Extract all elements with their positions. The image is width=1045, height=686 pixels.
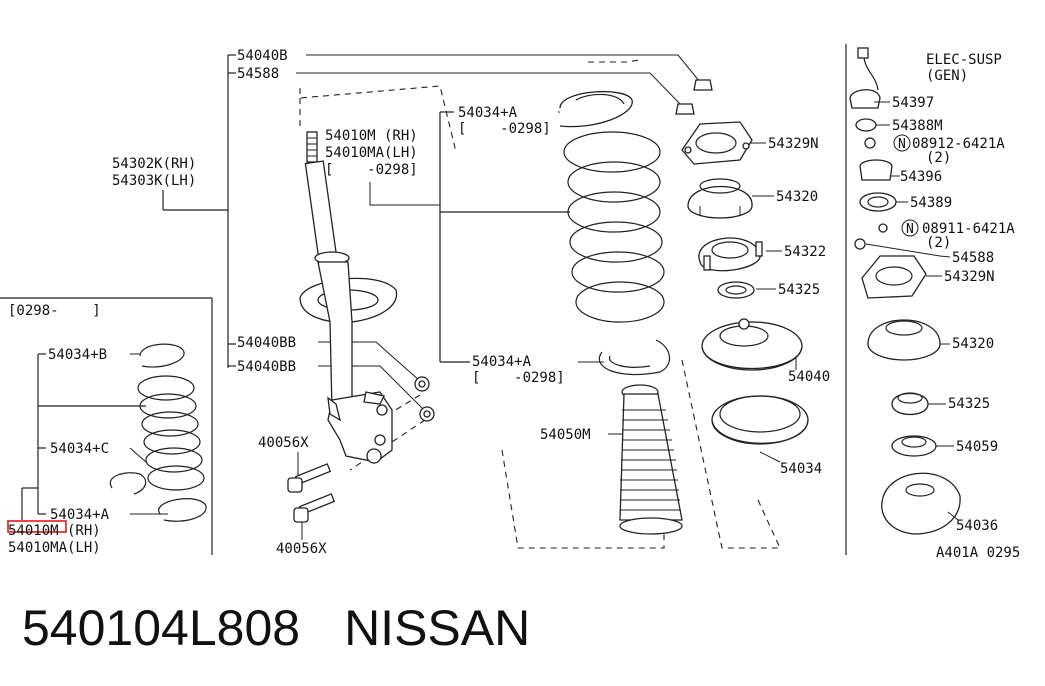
r-label-08911-qty: (2) bbox=[926, 235, 951, 251]
label-54329N: 54329N bbox=[768, 136, 819, 152]
label-54050M: 54050M bbox=[540, 427, 591, 443]
bump-boot bbox=[619, 384, 683, 535]
n-symbol-2: N bbox=[906, 222, 914, 237]
label-40056X-1: 40056X bbox=[258, 435, 309, 451]
inset-spring bbox=[7, 343, 207, 533]
r-label-08912: 08912-6421A bbox=[912, 136, 1005, 152]
r-label-54325: 54325 bbox=[948, 396, 990, 412]
label-54302K: 54302K(RH) bbox=[112, 156, 196, 172]
reference-code: A401A 0295 bbox=[936, 545, 1020, 561]
label-top-range: [ -0298] bbox=[458, 121, 551, 137]
mount-parts bbox=[681, 121, 809, 445]
r-label-54036: 54036 bbox=[956, 518, 998, 534]
elec-gen: (GEN) bbox=[926, 68, 968, 84]
inset-label-54034C: 54034+C bbox=[50, 441, 109, 457]
brand-name: NISSAN bbox=[344, 600, 531, 656]
r-label-54329N: 54329N bbox=[944, 269, 995, 285]
label-54588-top: 54588 bbox=[237, 66, 279, 82]
label-54034A-mid: 54034+A bbox=[472, 354, 532, 370]
caption-bar: 540104L808 NISSAN bbox=[22, 596, 530, 660]
r-label-54389: 54389 bbox=[910, 195, 952, 211]
label-54034A-top: 54034+A bbox=[458, 105, 518, 121]
inset-label-54010M: 54010M (RH) bbox=[8, 523, 101, 539]
r-label-08912-qty: (2) bbox=[926, 150, 951, 166]
bolts bbox=[287, 79, 713, 523]
coil-spring bbox=[559, 90, 671, 376]
inset-label-54034B: 54034+B bbox=[48, 347, 107, 363]
parts-diagram: 54040B 54588 54302K(RH) 54303K(LH) 54010… bbox=[0, 44, 1020, 561]
label-54325: 54325 bbox=[778, 282, 820, 298]
label-54034: 54034 bbox=[780, 461, 822, 477]
part-number: 540104L808 bbox=[22, 600, 301, 656]
elec-susp-parts bbox=[849, 47, 961, 535]
inset-range: [0298- ] bbox=[8, 303, 101, 319]
label-54322: 54322 bbox=[784, 244, 826, 260]
part-labels: 54040B 54588 54302K(RH) 54303K(LH) 54010… bbox=[8, 48, 1020, 561]
r-label-54397: 54397 bbox=[892, 95, 934, 111]
label-54040BB-2: 54040BB bbox=[237, 359, 296, 375]
label-strut-range: [ -0298] bbox=[325, 162, 418, 178]
label-40056X-2: 40056X bbox=[276, 541, 327, 557]
label-mid-range: [ -0298] bbox=[472, 370, 565, 386]
elec-title: ELEC-SUSP bbox=[926, 52, 1002, 68]
label-54320: 54320 bbox=[776, 189, 818, 205]
label-54040BB-1: 54040BB bbox=[237, 335, 296, 351]
label-54303K: 54303K(LH) bbox=[112, 173, 196, 189]
inset-label-54010MA: 54010MA(LH) bbox=[8, 540, 101, 556]
label-54040B: 54040B bbox=[237, 48, 288, 64]
highlight-box bbox=[7, 520, 67, 533]
n-symbol-1: N bbox=[898, 137, 906, 152]
label-54040: 54040 bbox=[788, 369, 830, 385]
strut-assembly bbox=[299, 131, 398, 464]
panel-separators bbox=[0, 44, 847, 555]
r-label-54388M: 54388M bbox=[892, 118, 943, 134]
r-label-08911: 08911-6421A bbox=[922, 221, 1015, 237]
r-label-54396: 54396 bbox=[900, 169, 942, 185]
inset-label-54034A: 54034+A bbox=[50, 507, 110, 523]
r-label-54588: 54588 bbox=[952, 250, 994, 266]
label-54010MA: 54010MA(LH) bbox=[325, 145, 418, 161]
r-label-54320: 54320 bbox=[952, 336, 994, 352]
r-label-54059: 54059 bbox=[956, 439, 998, 455]
label-54010M: 54010M (RH) bbox=[325, 128, 418, 144]
